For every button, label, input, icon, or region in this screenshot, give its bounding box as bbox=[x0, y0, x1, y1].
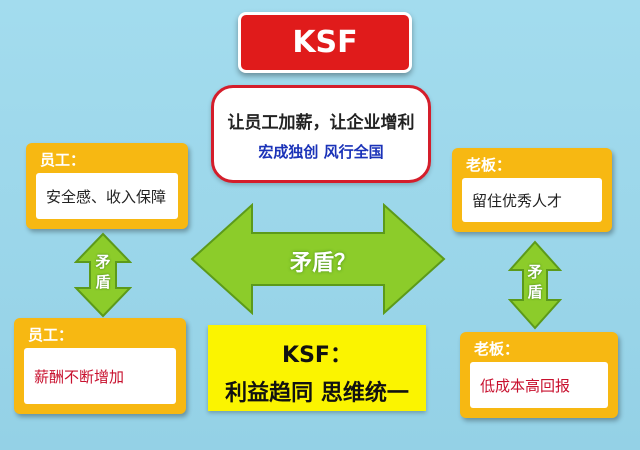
boss-card-2-label: 老板： bbox=[474, 340, 520, 358]
employee-card-1-label: 员工： bbox=[40, 151, 86, 169]
slogan-line-2: 宏成独创 风行全国 bbox=[258, 143, 384, 161]
slogan-line-1: 让员工加薪，让企业增利 bbox=[227, 113, 415, 133]
employee-card-1-text: 安全感、收入保障 bbox=[36, 173, 178, 219]
boss-card-2: 老板： 低成本高回报 bbox=[460, 332, 618, 418]
employee-card-2-text: 薪酬不断增加 bbox=[24, 348, 176, 404]
title-text: KSF bbox=[292, 25, 358, 60]
center-arrow-label: 矛盾？ bbox=[289, 251, 356, 276]
employee-card-2-label: 员工： bbox=[28, 326, 74, 344]
employee-card-1: 员工： 安全感、收入保障 bbox=[26, 143, 188, 229]
ksf-summary-line-1: KSF： bbox=[282, 343, 352, 368]
slogan-box: 让员工加薪，让企业增利 宏成独创 风行全国 bbox=[211, 85, 431, 183]
title-box: KSF bbox=[238, 12, 412, 73]
ksf-summary-box: KSF： 利益趋同 思维统一 bbox=[208, 325, 426, 411]
boss-card-1-label: 老板： bbox=[466, 156, 512, 174]
employee-card-2: 员工： 薪酬不断增加 bbox=[14, 318, 186, 414]
boss-card-2-text: 低成本高回报 bbox=[470, 362, 608, 408]
center-horizontal-double-arrow bbox=[190, 203, 446, 315]
ksf-summary-line-2: 利益趋同 思维统一 bbox=[225, 381, 409, 406]
right-vertical-double-arrow bbox=[508, 240, 562, 330]
right-arrow-label: 矛 盾 bbox=[527, 263, 543, 301]
boss-card-1: 老板： 留住优秀人才 bbox=[452, 148, 612, 232]
left-vertical-double-arrow bbox=[74, 232, 132, 318]
boss-card-1-text: 留住优秀人才 bbox=[462, 178, 602, 222]
left-arrow-label: 矛 盾 bbox=[95, 253, 111, 291]
